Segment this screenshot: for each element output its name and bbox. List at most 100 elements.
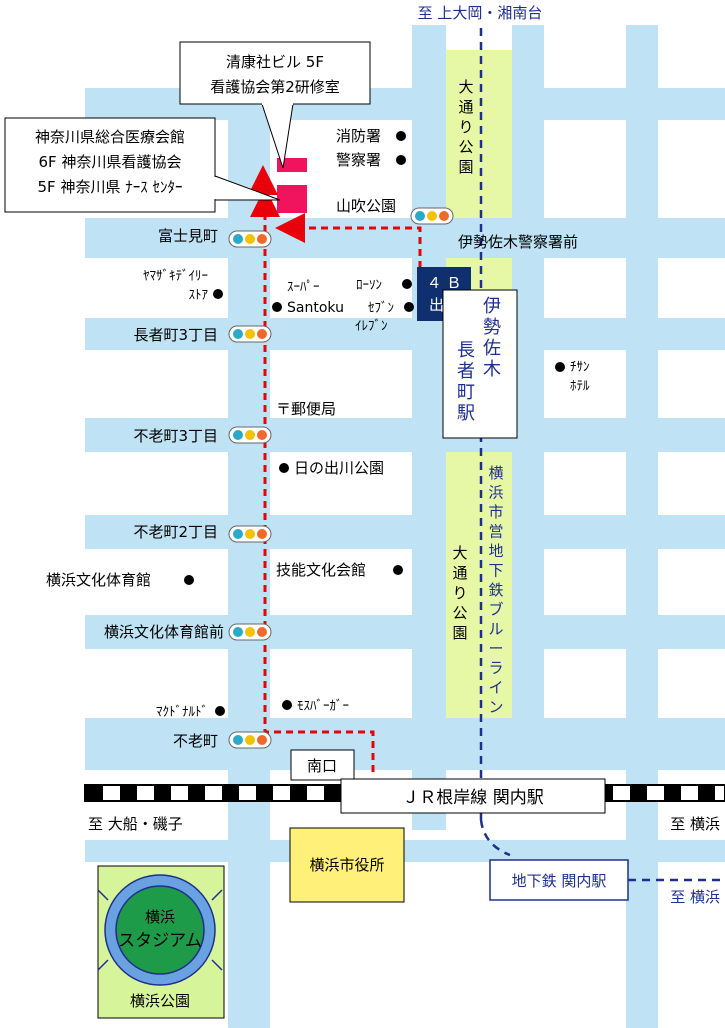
- park-label-char: 大: [452, 544, 467, 562]
- direction-east-subway: 至 横浜: [670, 888, 720, 906]
- subway-line-char: ル: [488, 620, 503, 638]
- jr-kannai-box: ＪＲ根岸線 関内駅: [340, 778, 606, 814]
- isezaki-station-char: 長: [457, 340, 475, 361]
- subway-line-char: 横: [488, 464, 503, 482]
- rail-tick: [664, 786, 681, 800]
- label-super-1: ｽｰﾊﾟｰ: [287, 280, 320, 295]
- label-fujimi: 富士見町: [158, 227, 218, 245]
- jr-kannai-label: ＪＲ根岸線 関内駅: [402, 788, 543, 808]
- park-label-char: 公: [452, 604, 467, 622]
- callout-kanagawa: 神奈川県総合医療会館 6F 神奈川県看護協会 5F 神奈川県 ﾅｰｽ ｾﾝﾀｰ: [4, 117, 281, 213]
- traffic-signal: [228, 525, 272, 543]
- callout-seikousha-line2: 看護協会第2研修室: [210, 78, 340, 96]
- subway-line-char: 営: [488, 523, 503, 541]
- callout-kanagawa-line2: 6F 神奈川県看護協会: [39, 153, 182, 171]
- dot-mos-burger: [282, 700, 292, 710]
- stadium-field: [115, 885, 205, 975]
- label-yamazaki-1: ﾔﾏｻﾞｷﾃﾞｲﾘｰ: [143, 269, 208, 284]
- callout-kanagawa-line1: 神奈川県総合医療会館: [35, 128, 185, 146]
- rail-tick: [188, 786, 205, 800]
- rail-tick: [324, 786, 341, 800]
- label-seven-1: ｾﾌﾞﾝ: [368, 301, 394, 316]
- subway-line-char: ン: [488, 698, 503, 716]
- label-oimatsu: 不老町: [173, 732, 218, 750]
- direction-southwest: 至 大船・磯子: [88, 815, 183, 833]
- yokohama-park: 横浜 スタジアム 横浜公園: [97, 865, 225, 1019]
- park-label-char: 園: [452, 624, 467, 642]
- callout-kanagawa-line3: 5F 神奈川県 ﾅｰｽ ｾﾝﾀｰ: [38, 178, 183, 196]
- label-chisun-2: ﾎﾃﾙ: [570, 379, 590, 394]
- kanagawa-medical-building: [277, 185, 307, 213]
- isezaki-station-char: 町: [457, 382, 475, 403]
- stadium-label-1: 横浜: [145, 908, 175, 926]
- dot-ginou-bunka: [393, 565, 403, 575]
- isezaki-station-char: 勢: [483, 317, 501, 338]
- label-yamazaki-2: ｽﾄｱ: [189, 288, 209, 303]
- rail-tick: [86, 786, 103, 800]
- subway-kannai-box: 地下鉄 関内駅: [489, 859, 629, 901]
- callout-seikousha: 清康社ビル 5F 看護協会第2研修室: [179, 41, 371, 169]
- subway-kannai-label: 地下鉄 関内駅: [512, 872, 607, 890]
- traffic-signal: [228, 731, 272, 749]
- label-super-2: Santoku: [287, 300, 344, 316]
- subway-line-char: ー: [488, 640, 503, 658]
- park-label-char: り: [452, 584, 467, 602]
- subway-line-char: イ: [488, 679, 503, 697]
- dot-seven-eleven: [404, 302, 414, 312]
- subway-line-char: 浜: [488, 484, 503, 502]
- label-choja3: 長者町3丁目: [133, 326, 218, 344]
- label-bunka-taiikukan: 横浜文化体育館: [46, 571, 151, 589]
- rail-tick: [698, 786, 715, 800]
- rail-tick: [154, 786, 171, 800]
- city-hall: 横浜市役所: [289, 827, 405, 903]
- isezaki-station-char: 者: [457, 361, 475, 382]
- rail-tick: [290, 786, 307, 800]
- rail-tick: [120, 786, 137, 800]
- park-label-char: 公: [458, 138, 473, 156]
- isezaki-station-char: 佐: [483, 338, 501, 359]
- subway-line-char: ブ: [488, 601, 503, 619]
- isezaki-station-char: 伊: [483, 296, 501, 317]
- rail-tick: [256, 786, 273, 800]
- dot-chisun-hotel: [555, 362, 565, 372]
- direction-southeast: 至 横浜: [670, 815, 720, 833]
- south-exit-label: 南口: [307, 757, 337, 775]
- label-chisun-1: ﾁｻﾝ: [570, 360, 590, 375]
- traffic-signal: [228, 230, 272, 248]
- subway-line-char: 鉄: [488, 581, 503, 599]
- park-label-char: 園: [458, 158, 473, 176]
- label-isezaki-police: 伊勢佐木警察署前: [458, 233, 578, 251]
- subway-line-char: 市: [488, 503, 503, 521]
- traffic-signal: [228, 623, 272, 641]
- subway-line-char: ラ: [488, 659, 503, 677]
- city-hall-label: 横浜市役所: [309, 856, 384, 874]
- stadium-label-2: スタジアム: [118, 931, 202, 951]
- rail-tick: [222, 786, 239, 800]
- park-label-char: 大: [458, 78, 473, 96]
- park-label-char: 通: [458, 98, 473, 116]
- dot-hinodegawa: [279, 463, 289, 473]
- isezaki-station-char: 駅: [457, 403, 475, 424]
- subway-line-char: 下: [488, 562, 503, 580]
- park-label-char: り: [458, 118, 473, 136]
- dot-fire-station: [396, 131, 406, 141]
- dot-yamazaki: [213, 289, 223, 299]
- rail-tick: [630, 786, 647, 800]
- isezaki-station-char: 木: [483, 359, 501, 380]
- dot-mcdonalds: [215, 706, 225, 716]
- label-ginou-bunka: 技能文化会館: [276, 561, 366, 579]
- label-yamabuki: 山吹公園: [336, 197, 396, 215]
- traffic-signal: [228, 426, 272, 444]
- exit-4b-line1: ４ Ｂ: [427, 274, 462, 292]
- direction-north: 至 上大岡・湘南台: [418, 4, 543, 22]
- label-fire-station: 消防署: [336, 127, 381, 145]
- dot-super-santoku: [272, 302, 282, 312]
- label-hinodegawa: 日の出川公園: [294, 459, 384, 477]
- traffic-signals: [228, 207, 454, 749]
- callout-seikousha-line1: 清康社ビル 5F: [226, 53, 324, 71]
- south-exit-box: 南口: [290, 749, 355, 781]
